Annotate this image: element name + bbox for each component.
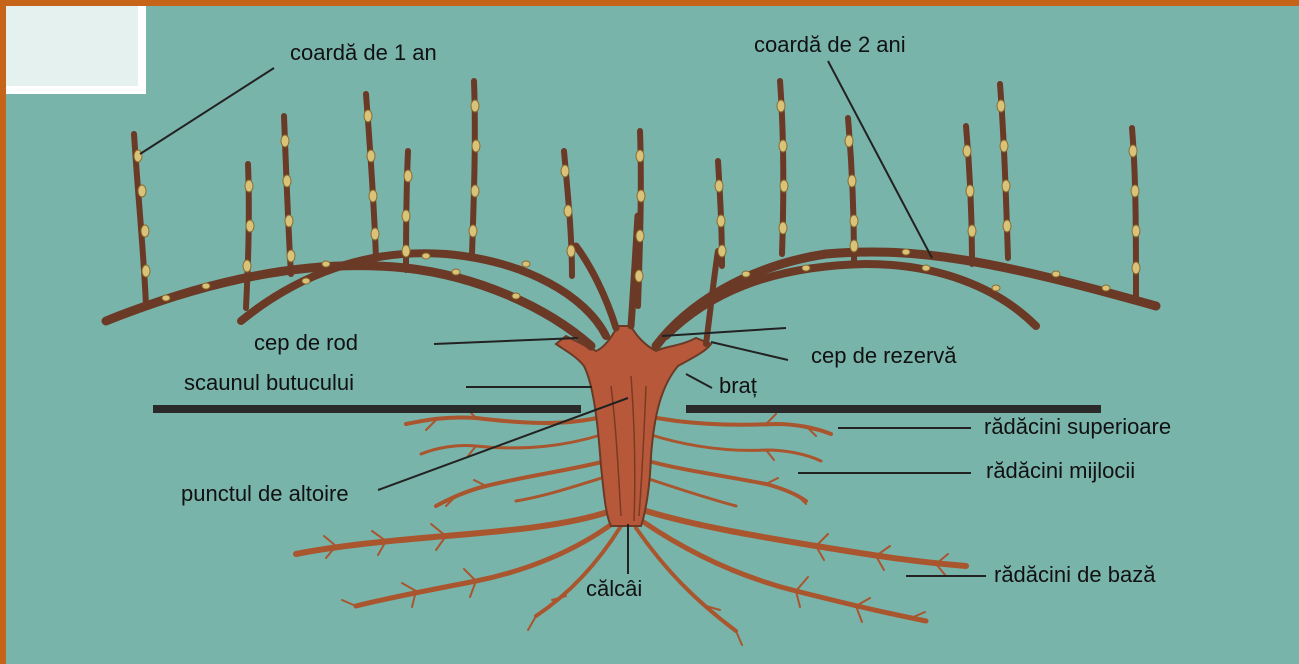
label-punctul-de-altoire: punctul de altoire bbox=[181, 481, 349, 506]
root-hairs bbox=[323, 407, 949, 646]
label-coarda-1-an: coardă de 1 an bbox=[290, 40, 437, 65]
labels: coardă de 1 an coardă de 2 ani cep de ro… bbox=[181, 32, 1171, 601]
upper-root-right-2 bbox=[646, 432, 823, 463]
middle-root-right bbox=[646, 459, 808, 503]
roots bbox=[293, 407, 969, 646]
grapevine-diagram: coardă de 1 an coardă de 2 ani cep de ro… bbox=[101, 32, 1171, 646]
upper-root-left-2 bbox=[419, 432, 606, 456]
leader-lines bbox=[139, 60, 986, 577]
arm-right-2 bbox=[662, 259, 1040, 340]
leader-coarda-2-ani bbox=[827, 60, 933, 259]
label-coarda-2-ani: coardă de 2 ani bbox=[754, 32, 906, 57]
diagram-frame: coardă de 1 an coardă de 2 ani cep de ro… bbox=[6, 6, 1299, 664]
label-radacini-mijlocii: rădăcini mijlocii bbox=[986, 458, 1135, 483]
trunk-grain bbox=[610, 375, 647, 522]
base-root-right bbox=[643, 508, 969, 569]
leader-cep-de-rod bbox=[433, 337, 579, 345]
label-radacini-superioare: rădăcini superioare bbox=[984, 414, 1171, 439]
label-cep-de-rod: cep de rod bbox=[254, 330, 358, 355]
base-root-right-2 bbox=[639, 518, 929, 624]
leader-punctul-de-altoire bbox=[377, 397, 629, 491]
upper-root-right bbox=[644, 414, 833, 436]
corner-panel bbox=[6, 6, 146, 94]
arm-left-3 bbox=[572, 242, 620, 332]
label-scaunul-butucului: scaunul butucului bbox=[184, 370, 354, 395]
leader-cep-de-rezerva bbox=[710, 341, 789, 361]
label-brat: braț bbox=[719, 373, 757, 398]
leader-coarda-1-an bbox=[139, 67, 275, 155]
middle-root-left-2 bbox=[514, 474, 610, 503]
arm-left-2 bbox=[237, 249, 610, 340]
label-radacini-de-baza: rădăcini de bază bbox=[994, 562, 1156, 587]
buds bbox=[133, 99, 1141, 302]
leader-brat bbox=[685, 373, 713, 389]
arm-left-1 bbox=[101, 261, 596, 351]
base-root-right-3 bbox=[634, 526, 738, 633]
upper-root-left bbox=[404, 414, 608, 426]
base-root-left bbox=[293, 508, 614, 557]
label-calcai: călcâi bbox=[586, 576, 642, 601]
leader-cep-de-rezerva-2 bbox=[661, 327, 787, 337]
middle-root-right-2 bbox=[644, 476, 738, 508]
arms bbox=[101, 212, 1161, 351]
base-root-left-3 bbox=[534, 524, 623, 618]
label-cep-de-rezerva: cep de rezervă bbox=[811, 343, 957, 368]
